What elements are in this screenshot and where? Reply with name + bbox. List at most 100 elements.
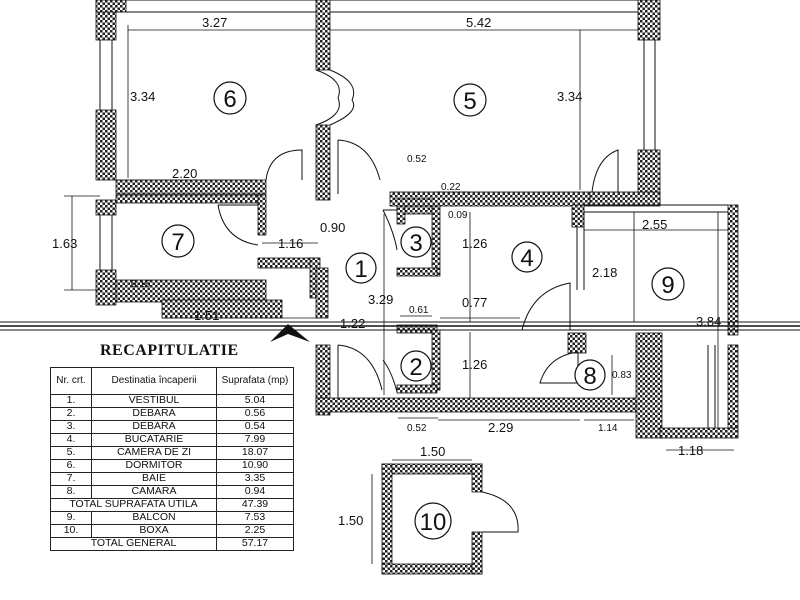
dim-label: 3.29 [368, 292, 393, 307]
dim-label: 2.20 [172, 166, 197, 181]
table-row: 1. VESTIBUL 5.04 [50, 394, 294, 408]
row-nr: 10. [50, 524, 92, 538]
recap-table: Nr. crt. Destinatia încaperii Suprafata … [50, 367, 294, 551]
room-label: 9 [661, 272, 674, 299]
total-general-row: TOTAL GENERAL 57.17 [50, 537, 294, 551]
room-3-marker [400, 226, 432, 258]
row-nr: 2. [50, 407, 92, 421]
row-nr: 4. [50, 433, 92, 447]
room-2-marker [400, 350, 432, 382]
dim-label: 2.29 [488, 420, 513, 435]
dim-label: 1.50 [338, 513, 363, 528]
room-label: 5 [463, 88, 476, 115]
dim-label: 1.50 [420, 444, 445, 459]
header-suprafata: Suprafata (mp) [216, 367, 294, 395]
row-area: 5.04 [216, 394, 294, 408]
total-general-area: 57.17 [216, 537, 294, 551]
row-name: CAMARA [91, 485, 217, 499]
total-util-label: TOTAL SUPRAFATA UTILA [50, 498, 217, 512]
dim-label: 0.90 [320, 220, 345, 235]
total-util-row: TOTAL SUPRAFATA UTILA 47.39 [50, 498, 294, 512]
header-nr: Nr. crt. [50, 367, 92, 395]
room-1-marker [345, 252, 377, 284]
dim-label: 3.34 [130, 89, 155, 104]
total-util-area: 47.39 [216, 498, 294, 512]
table-row: 8. CAMARA 0.94 [50, 485, 294, 499]
room-labels: 1 2 3 4 5 6 7 8 9 10 [171, 86, 674, 536]
table-header: Nr. crt. Destinatia încaperii Suprafata … [50, 367, 294, 395]
row-area: 7.53 [216, 511, 294, 525]
dim-label: 0.61 [409, 305, 429, 316]
dim-label: 3.84 [696, 314, 721, 329]
row-area: 0.94 [216, 485, 294, 499]
table-row: 6. DORMITOR 10.90 [50, 459, 294, 473]
row-area: 10.90 [216, 459, 294, 473]
row-name: BOXA [91, 524, 217, 538]
room-7-marker [161, 224, 195, 258]
table-row: 10. BOXA 2.25 [50, 524, 294, 538]
dim-label: 1.18 [678, 443, 703, 458]
total-general-label: TOTAL GENERAL [50, 537, 217, 551]
row-area: 2.25 [216, 524, 294, 538]
table-row: 2. DEBARA 0.56 [50, 407, 294, 421]
doors [217, 69, 619, 533]
row-area: 0.56 [216, 407, 294, 421]
dim-label: 0.52 [407, 154, 427, 165]
room-label: 8 [583, 363, 596, 390]
table-row: 4. BUCATARIE 7.99 [50, 433, 294, 447]
room-label: 1 [354, 256, 367, 283]
row-area: 7.99 [216, 433, 294, 447]
row-area: 18.07 [216, 446, 294, 460]
row-name: DORMITOR [91, 459, 217, 473]
row-name: BALCON [91, 511, 217, 525]
room-markers [161, 81, 685, 540]
row-name: BUCATARIE [91, 433, 217, 447]
row-area: 3.35 [216, 472, 294, 486]
recap-title: RECAPITULATIE [100, 342, 239, 359]
row-nr: 3. [50, 420, 92, 434]
row-area: 0.54 [216, 420, 294, 434]
row-name: DEBARA [91, 407, 217, 421]
row-name: CAMERA DE ZI [91, 446, 217, 460]
dimension-labels: 3.27 5.42 3.34 3.34 2.20 0.52 0.22 0.09 … [52, 15, 721, 528]
dim-label: 1.26 [462, 236, 487, 251]
dim-label: 1.63 [52, 236, 77, 251]
row-nr: 6. [50, 459, 92, 473]
room-10-marker [414, 502, 452, 540]
row-nr: 9. [50, 511, 92, 525]
row-nr: 8. [50, 485, 92, 499]
dim-label: 0.22 [441, 182, 461, 193]
dim-label: 1.26 [462, 357, 487, 372]
room-8-marker [574, 359, 606, 391]
dim-label: 3.27 [202, 15, 227, 30]
row-name: DEBARA [91, 420, 217, 434]
row-name: BAIE [91, 472, 217, 486]
dim-label: 0.52 [407, 423, 427, 434]
windows [99, 40, 716, 428]
north-arrow-icon [270, 324, 310, 342]
room-9-marker [651, 267, 685, 301]
room-label: 2 [409, 354, 422, 381]
room-5-marker [453, 83, 487, 117]
dim-label: 2.18 [592, 265, 617, 280]
dim-label: 1.51 [194, 308, 219, 323]
row-nr: 5. [50, 446, 92, 460]
room-label: 10 [420, 509, 447, 536]
table-row: 5. CAMERA DE ZI 18.07 [50, 446, 294, 460]
dim-label: 1.22 [340, 316, 365, 331]
room-label: 6 [223, 86, 236, 113]
dim-label: 0.16 [131, 279, 151, 290]
room-label: 7 [171, 229, 184, 256]
dimension-lines [64, 25, 734, 564]
room-label: 4 [520, 245, 533, 272]
table-row: 9. BALCON 7.53 [50, 511, 294, 525]
dim-label: 1.14 [598, 423, 618, 434]
table-row: 7. BAIE 3.35 [50, 472, 294, 486]
row-nr: 1. [50, 394, 92, 408]
section-line [0, 321, 800, 331]
row-nr: 7. [50, 472, 92, 486]
dim-label: 0.09 [448, 210, 468, 221]
dim-label: 5.42 [466, 15, 491, 30]
dim-label: 2.55 [642, 217, 667, 232]
table-row: 3. DEBARA 0.54 [50, 420, 294, 434]
